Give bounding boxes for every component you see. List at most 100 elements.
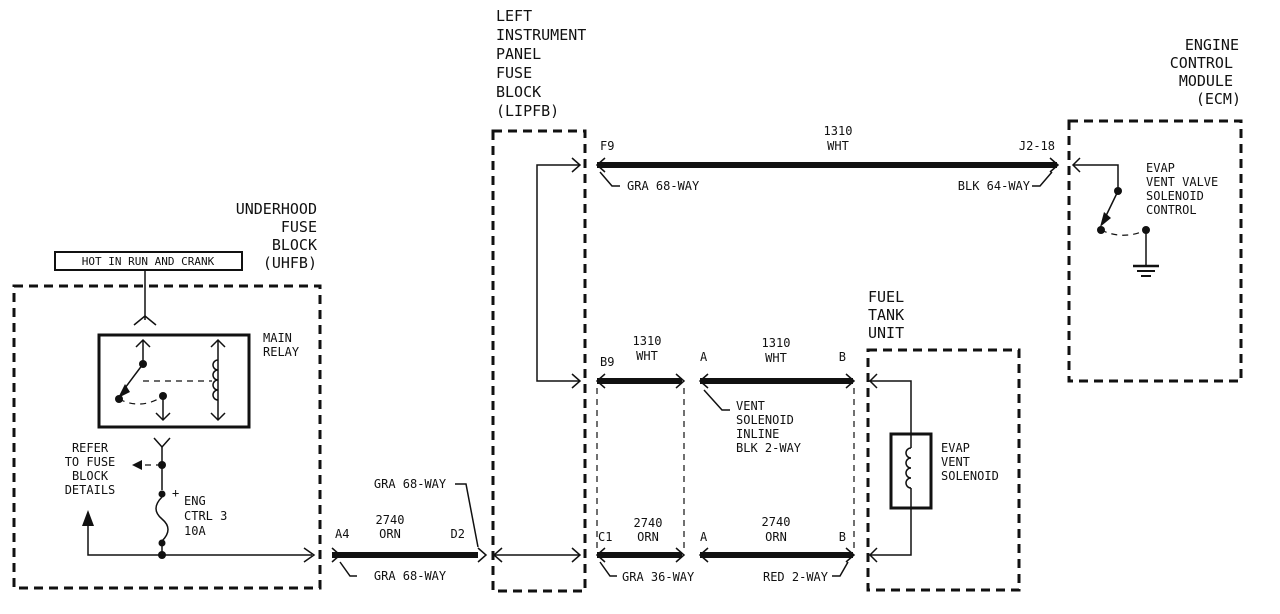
top-left-terminal	[595, 157, 606, 173]
relay-output-terminal	[153, 437, 171, 449]
mid-right-color: WHT	[765, 351, 787, 365]
uhfb-up-arrow-icon	[82, 510, 94, 526]
svg-text:(UHFB): (UHFB)	[263, 254, 317, 272]
svg-text:CTRL 3: CTRL 3	[184, 509, 227, 523]
top-circuit: 1310	[824, 124, 853, 138]
svg-text:BLK 2-WAY: BLK 2-WAY	[736, 441, 802, 455]
svg-text:(ECM): (ECM)	[1196, 90, 1241, 108]
svg-text:CONTROL: CONTROL	[1170, 54, 1233, 72]
top-color: WHT	[827, 139, 849, 153]
svg-text:LEFT: LEFT	[496, 7, 532, 25]
pin-f9: F9	[600, 139, 614, 153]
svg-text:MODULE: MODULE	[1179, 72, 1233, 90]
uhfb-title: UNDERHOOD FUSE BLOCK (UHFB)	[236, 200, 317, 272]
svg-text:PANEL: PANEL	[496, 45, 541, 63]
bot-right-pin-a: A	[700, 530, 708, 544]
svg-text:TANK: TANK	[868, 306, 904, 324]
top-conn-right-leader	[1032, 171, 1053, 187]
svg-text:EVAP: EVAP	[941, 441, 970, 455]
vent-inline-label: VENT SOLENOID INLINE BLK 2-WAY	[736, 399, 802, 455]
mid-right-pin-a: A	[700, 350, 708, 364]
vent-inline-leader	[703, 389, 730, 411]
bot-right-terminal-l	[698, 547, 709, 563]
evap-control-label: EVAP VENT VALVE SOLENOID CONTROL	[1146, 161, 1218, 217]
pin-a4: A4	[335, 527, 349, 541]
svg-text:UNIT: UNIT	[868, 324, 904, 342]
hot-in-run-label: HOT IN RUN AND CRANK	[82, 255, 215, 268]
mid-right-circuit: 1310	[762, 336, 791, 350]
bot-right-color: ORN	[765, 530, 787, 544]
top-conn-right: BLK 64-WAY	[958, 179, 1031, 193]
ecm-title: ENGINE CONTROL MODULE (ECM)	[1170, 36, 1241, 108]
pin-b9: B9	[600, 355, 614, 369]
mid-left-terminal-r	[675, 373, 686, 389]
bot-mid-terminal-r	[675, 547, 686, 563]
uhfb-output-terminal	[303, 547, 316, 563]
svg-text:VENT VALVE: VENT VALVE	[1146, 175, 1218, 189]
bot-right-conn-leader	[832, 561, 849, 577]
bot-uhfb-circuit: 2740	[376, 513, 405, 527]
evap-solenoid-coil-icon	[905, 434, 912, 508]
ecm-input-wire	[1073, 164, 1119, 188]
ground-icon	[1133, 264, 1159, 277]
bot-uhfb-right-terminal	[477, 547, 488, 563]
pin-d2: D2	[451, 527, 465, 541]
svg-text:UNDERHOOD: UNDERHOOD	[236, 200, 317, 218]
bot-right-conn: RED 2-WAY	[763, 570, 829, 584]
relay-coil-icon	[210, 338, 226, 422]
bot-mid-circuit: 2740	[634, 516, 663, 530]
svg-text:ENG: ENG	[184, 494, 206, 508]
bot-mid-conn-leader	[599, 561, 617, 577]
top-conn-left-leader	[599, 171, 620, 187]
svg-text:BLOCK: BLOCK	[272, 236, 317, 254]
ecm-switch-icon	[1097, 187, 1150, 266]
svg-text:INLINE: INLINE	[736, 427, 779, 441]
fuel-tank-box	[866, 348, 1021, 592]
lipfb-bus-right-arrow	[571, 547, 582, 563]
fuse-label: ENG CTRL 3 10A	[184, 494, 227, 538]
bot-uhfb-conn-bottom-leader	[339, 561, 357, 577]
bot-uhfb-conn-top: GRA 68-WAY	[374, 477, 447, 491]
bot-right-pin-b: B	[839, 530, 846, 544]
mid-left-terminal-l	[595, 373, 606, 389]
svg-text:SOLENOID: SOLENOID	[1146, 189, 1204, 203]
fuse-icon: +	[155, 486, 179, 547]
mid-right-terminal-r	[845, 373, 856, 389]
refer-arrow-icon	[132, 460, 142, 470]
lipfb-b9-arrow	[571, 373, 582, 389]
svg-text:MAIN: MAIN	[263, 331, 292, 345]
svg-text:BLOCK: BLOCK	[72, 469, 109, 483]
relay-switch	[115, 338, 212, 422]
fuel-tank-title: FUEL TANK UNIT	[868, 288, 904, 342]
bot-mid-terminal-l	[595, 547, 606, 563]
mid-left-color: WHT	[636, 349, 658, 363]
svg-text:DETAILS: DETAILS	[65, 483, 116, 497]
pin-c1: C1	[598, 530, 612, 544]
lipfb-bus-left-arrow	[492, 547, 503, 563]
svg-text:ENGINE: ENGINE	[1185, 36, 1239, 54]
bot-uhfb-conn-top-leader	[455, 483, 479, 548]
svg-text:RELAY: RELAY	[263, 345, 300, 359]
svg-text:VENT: VENT	[736, 399, 765, 413]
top-right-terminal	[1049, 157, 1060, 173]
bot-uhfb-color: ORN	[379, 527, 401, 541]
main-relay-box	[97, 333, 251, 429]
svg-text:+: +	[172, 486, 179, 500]
top-conn-left: GRA 68-WAY	[627, 179, 700, 193]
svg-text:(LIPFB): (LIPFB)	[496, 102, 559, 120]
pin-j2-18: J2-18	[1019, 139, 1055, 153]
evap-solenoid-label: EVAP VENT SOLENOID	[941, 441, 999, 483]
svg-text:10A: 10A	[184, 524, 206, 538]
svg-text:BLOCK: BLOCK	[496, 83, 541, 101]
svg-text:CONTROL: CONTROL	[1146, 203, 1197, 217]
svg-text:FUSE: FUSE	[281, 218, 317, 236]
svg-text:FUSE: FUSE	[496, 64, 532, 82]
svg-text:TO FUSE: TO FUSE	[65, 455, 116, 469]
refer-label: REFER TO FUSE BLOCK DETAILS	[65, 441, 116, 497]
bot-uhfb-conn-bottom: GRA 68-WAY	[374, 569, 447, 583]
bot-right-circuit: 2740	[762, 515, 791, 529]
lipfb-f9-arrow	[571, 157, 582, 173]
svg-text:EVAP: EVAP	[1146, 161, 1175, 175]
uhfb-output-wire	[87, 520, 312, 556]
